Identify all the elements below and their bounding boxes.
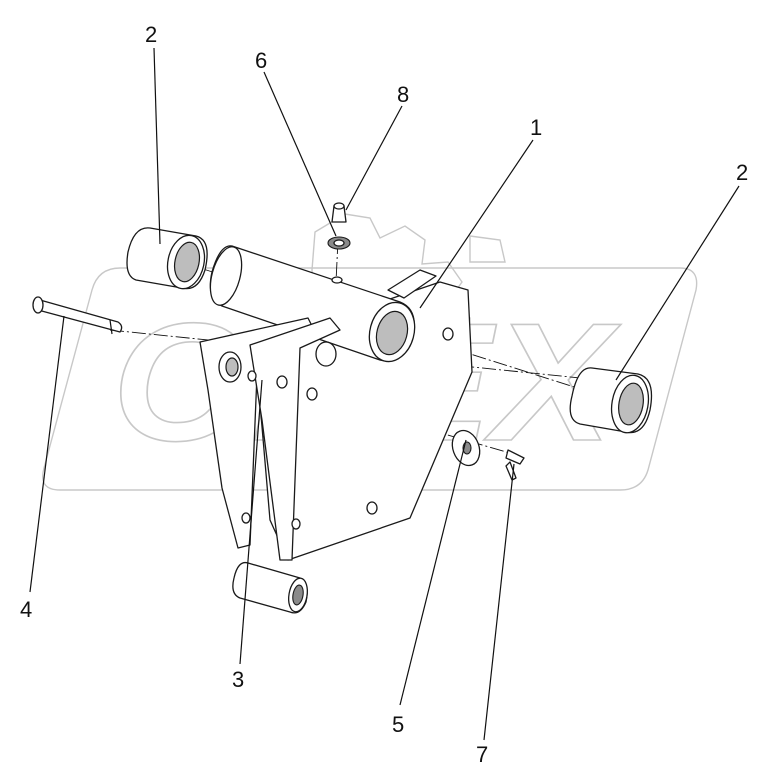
bracket-main [199,245,473,561]
callout-3: 3 [232,667,244,692]
bracket-top-fin [387,269,437,299]
callout-1: 1 [530,115,542,140]
hole [366,501,378,515]
hole [276,375,288,389]
hole [306,387,318,401]
hole [241,512,251,524]
bushing-left [126,227,208,290]
leader-5 [399,439,467,706]
leader-2-left [153,47,161,245]
callout-2-right: 2 [736,160,748,185]
pin [32,296,123,335]
hole [291,518,301,530]
callout-8: 8 [397,82,409,107]
spacer-sleeve [232,561,308,614]
bracket-rear-plate [254,281,473,561]
callout-4: 4 [20,597,32,622]
grease-fitting [331,202,347,223]
hole [315,341,337,367]
leader-7 [483,463,515,741]
callout-6: 6 [255,48,267,73]
watermark-gear-2 [469,235,506,263]
callout-2-left: 2 [145,22,157,47]
leader-4 [29,315,65,593]
tube-grease-hole [331,276,343,284]
callout-7: 7 [476,742,488,767]
watermark-frame [42,267,698,491]
leader-6 [263,71,337,237]
leader-8 [345,105,403,211]
bracket-inner-ear [249,317,341,561]
leader-3 [239,379,263,665]
seal-washer [327,236,351,250]
hole [442,327,454,341]
leader-1 [419,139,534,309]
callout-5: 5 [392,712,404,737]
bushing-right [569,367,653,434]
leader-2-right [615,185,740,381]
callout-labels: 1 2 2 3 4 5 6 7 8 [20,22,748,767]
leader-lines [29,47,740,741]
hole [247,370,257,382]
